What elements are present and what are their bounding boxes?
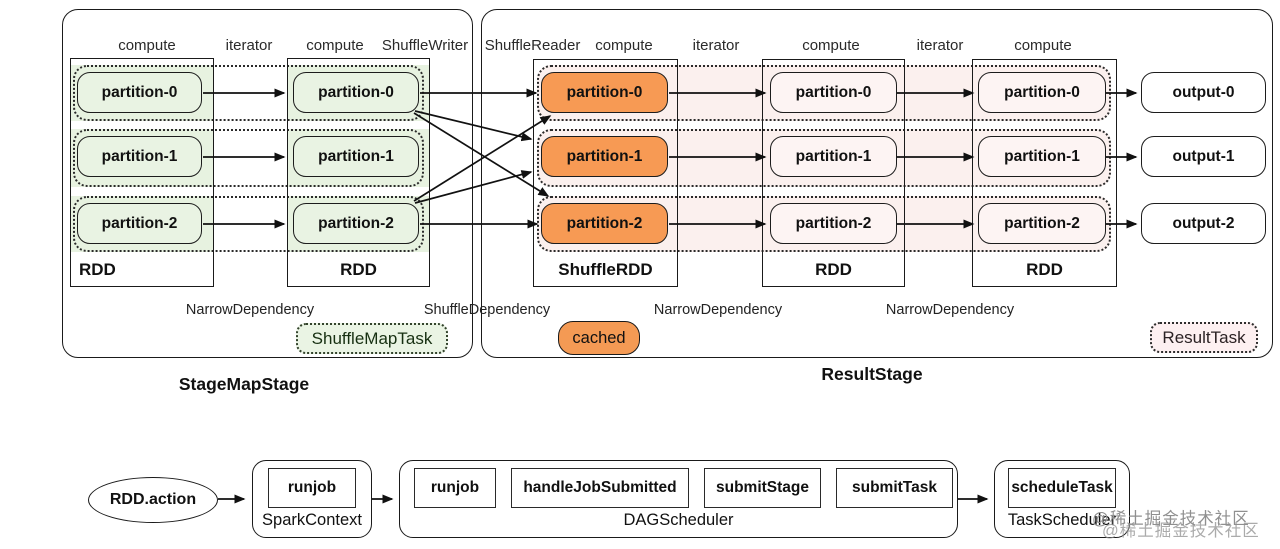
dag-scheduler-label: DAGScheduler [623, 511, 734, 529]
rdd-box-3: RDD [762, 59, 905, 287]
dependency-label: NarrowDependency [185, 302, 315, 318]
method-label: ShuffleWriter [381, 37, 469, 54]
partition-box: partition-0 [541, 72, 668, 113]
partition-box: partition-2 [541, 203, 668, 244]
cached-badge: cached [558, 321, 640, 355]
spark-context-label: SparkContext [262, 511, 362, 529]
method-label: iterator [692, 37, 740, 54]
shuffle-map-task-badge: ShuffleMapTask [296, 323, 448, 354]
dependency-label: NarrowDependency [653, 302, 783, 318]
rdd-action-ellipse: RDD.action [88, 477, 218, 523]
method-rect: submitTask [836, 468, 953, 508]
method-rect: submitStage [704, 468, 821, 508]
method-rect: scheduleTask [1008, 468, 1116, 508]
task-scheduler-label: TaskScheduler [1007, 511, 1117, 529]
partition-box: partition-1 [541, 136, 668, 177]
method-label: ShuffleReader [484, 37, 581, 54]
output-box: output-0 [1141, 72, 1266, 113]
result-task-badge: ResultTask [1150, 322, 1258, 353]
rdd-box-4: RDD [972, 59, 1117, 287]
partition-box: partition-1 [770, 136, 897, 177]
output-box: output-1 [1141, 136, 1266, 177]
method-label: compute [306, 37, 364, 54]
dependency-label: ShuffleDependency [423, 302, 551, 318]
dependency-label: NarrowDependency [885, 302, 1015, 318]
method-label: iterator [916, 37, 964, 54]
method-label: compute [1014, 37, 1072, 54]
method-rect: runjob [268, 468, 356, 508]
stage1-title: StageMapStage [178, 374, 310, 394]
method-rect: runjob [414, 468, 496, 508]
rdd-label: RDD [815, 260, 852, 279]
partition-box: partition-1 [77, 136, 202, 177]
partition-box: partition-2 [978, 203, 1106, 244]
partition-box: partition-2 [77, 203, 202, 244]
partition-box: partition-0 [770, 72, 897, 113]
partition-box: partition-0 [293, 72, 419, 113]
partition-box: partition-0 [978, 72, 1106, 113]
rdd-label: RDD [340, 260, 377, 279]
partition-box: partition-2 [770, 203, 897, 244]
watermark: @稀土掘金技术社区 [1092, 510, 1250, 528]
watermark: @稀土掘金技术社区 [1102, 522, 1260, 540]
partition-box: partition-1 [293, 136, 419, 177]
method-rect: handleJobSubmitted [511, 468, 689, 508]
partition-box: partition-1 [978, 136, 1106, 177]
method-label: iterator [225, 37, 273, 54]
stage2-title: ResultStage [821, 364, 923, 384]
method-label: compute [802, 37, 860, 54]
method-label: compute [118, 37, 176, 54]
method-label: compute [595, 37, 653, 54]
partition-box: partition-0 [77, 72, 202, 113]
output-box: output-2 [1141, 203, 1266, 244]
partition-box: partition-2 [293, 203, 419, 244]
rdd-label: RDD [79, 260, 116, 279]
rdd-box-1: RDD [70, 58, 214, 287]
rdd-label: RDD [1026, 260, 1063, 279]
rdd-label: ShuffleRDD [558, 260, 653, 279]
